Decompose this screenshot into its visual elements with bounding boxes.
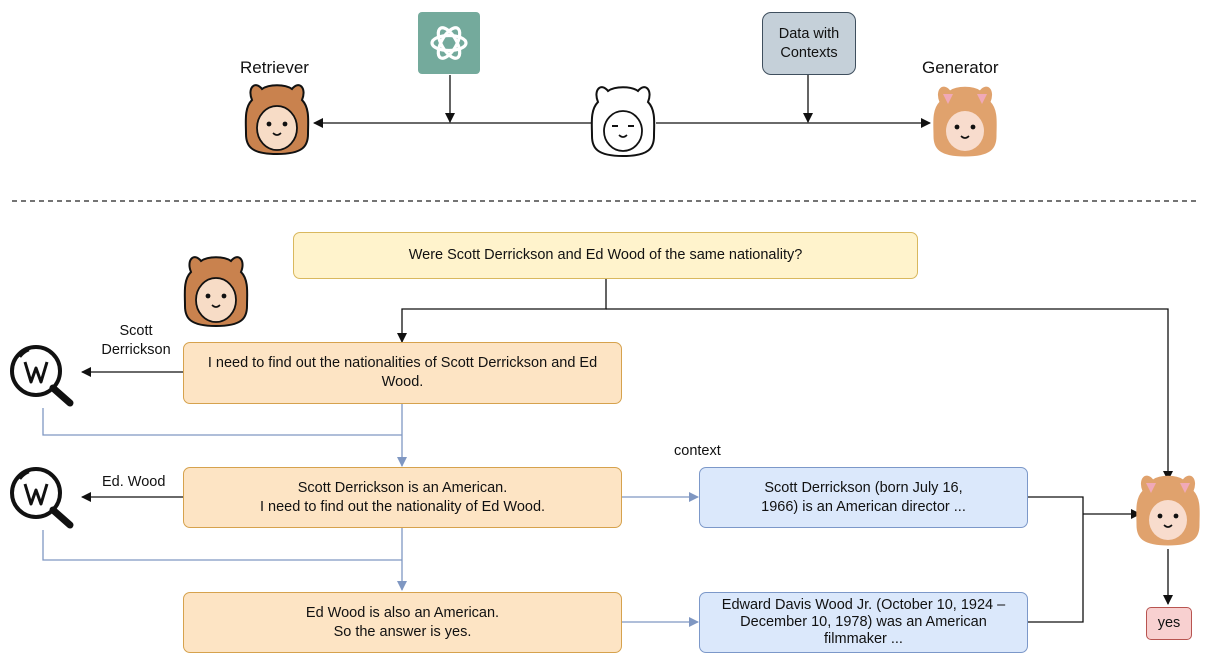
- reasoning-step-1: I need to find out the nationalities of …: [183, 342, 622, 404]
- llama-generator-icon: [933, 86, 997, 157]
- context-bracket: [1028, 496, 1084, 623]
- context-label: context: [674, 443, 721, 459]
- generator-label: Generator: [922, 58, 999, 77]
- llama-generator-icon-2: [1136, 475, 1200, 546]
- llama-retriever-icon: [244, 84, 310, 155]
- llama-retriever-icon-2: [183, 256, 249, 327]
- context-box-1: Scott Derrickson (born July 16, 1966) is…: [699, 467, 1028, 528]
- llama-base-icon: [590, 86, 656, 157]
- arrow-question-to-generator: [606, 308, 1173, 481]
- answer-box: yes: [1146, 607, 1192, 640]
- retriever-label: Retriever: [240, 58, 309, 77]
- query-label-2: Ed. Wood: [102, 474, 166, 490]
- reasoning-step-3: Ed Wood is also an American. So the answ…: [183, 592, 622, 653]
- wikipedia-search-icon-2: [10, 467, 74, 529]
- question-box: Were Scott Derrickson and Ed Wood of the…: [293, 232, 918, 279]
- query-label-1: Scott Derrickson: [101, 323, 171, 358]
- reasoning-step-2: Scott Derrickson is an American. I need …: [183, 467, 622, 528]
- feedback-line-2: [42, 530, 402, 561]
- chatgpt-logo-icon: [418, 12, 480, 74]
- arrow-question-to-step1: [397, 279, 607, 343]
- feedback-line-1: [42, 408, 402, 436]
- wikipedia-search-icon: [10, 345, 74, 407]
- data-with-contexts-box: Data with Contexts: [762, 12, 856, 75]
- context-box-2: Edward Davis Wood Jr. (October 10, 1924 …: [699, 592, 1028, 653]
